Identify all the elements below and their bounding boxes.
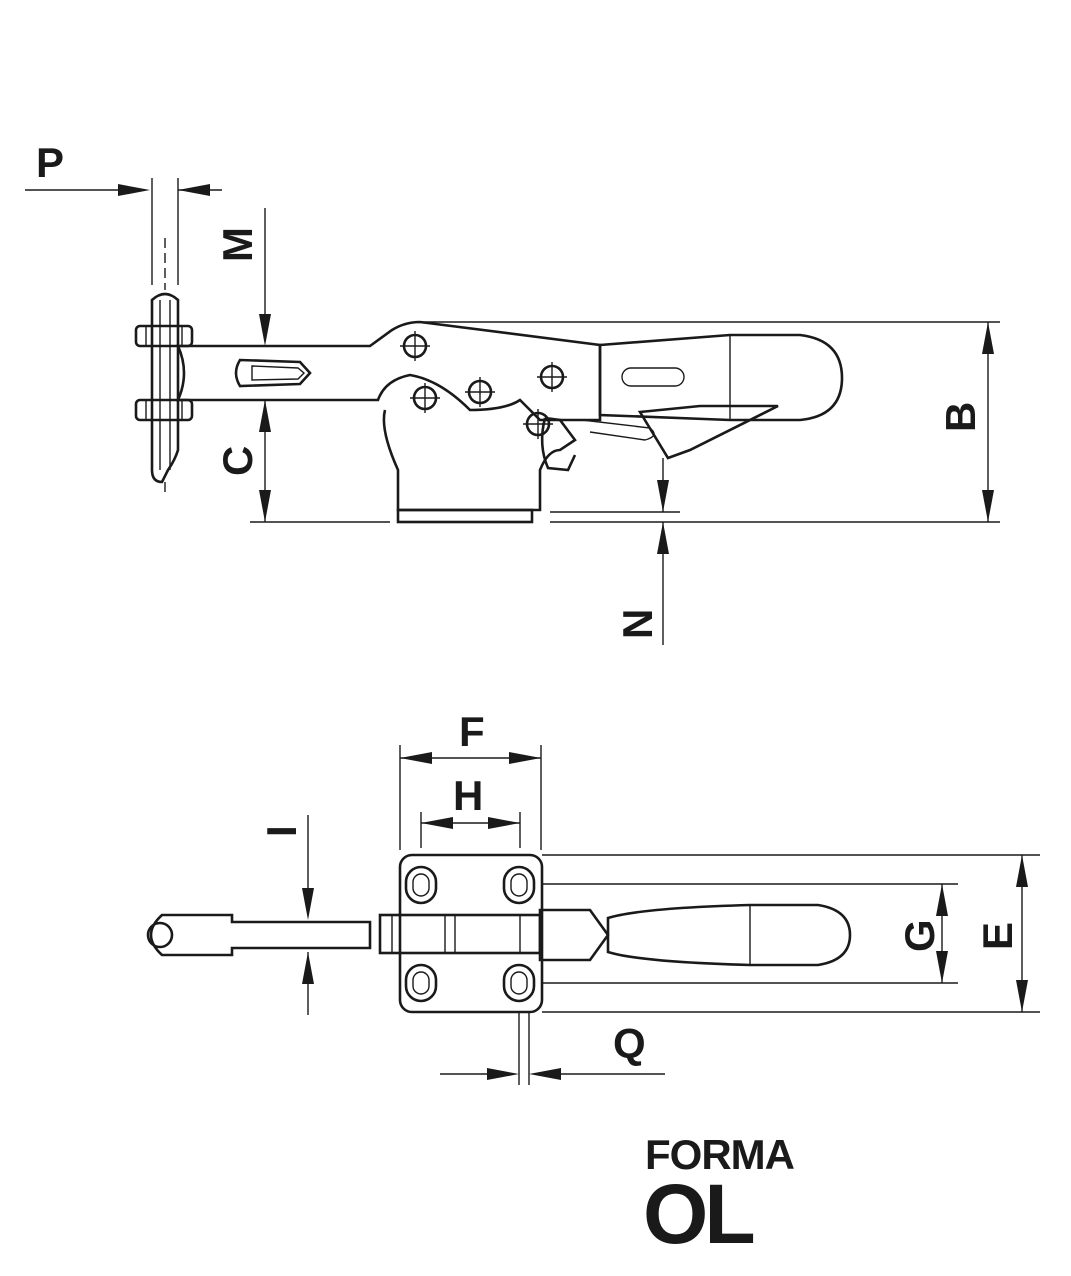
top-arm xyxy=(146,908,610,962)
top-view xyxy=(146,745,1040,1085)
dimension-label-g: G xyxy=(896,919,943,952)
dimension-label-q: Q xyxy=(613,1020,646,1067)
dimension-label-h: H xyxy=(453,772,483,819)
form-heading: FORMA xyxy=(645,1131,795,1178)
side-view xyxy=(25,178,1000,645)
dimension-label-c: C xyxy=(214,446,261,476)
handle xyxy=(581,333,844,460)
base-plate xyxy=(398,853,544,1014)
form-code: OL xyxy=(643,1167,756,1261)
dimension-label-b: B xyxy=(937,402,984,432)
dimension-label-f: F xyxy=(459,708,485,755)
top-dimension-lines xyxy=(302,745,1040,1085)
dimension-label-p: P xyxy=(36,139,64,186)
spindle xyxy=(134,238,194,492)
top-handle xyxy=(606,903,852,967)
side-dimension-lines xyxy=(25,178,1000,645)
base-block xyxy=(382,409,577,524)
dimension-label-i: I xyxy=(258,825,305,837)
dimension-label-m: M xyxy=(214,227,261,262)
dimension-label-n: N xyxy=(614,609,661,639)
clamp-arm xyxy=(176,320,602,422)
pivot-pins xyxy=(400,331,567,439)
dimension-label-e: E xyxy=(974,922,1021,950)
